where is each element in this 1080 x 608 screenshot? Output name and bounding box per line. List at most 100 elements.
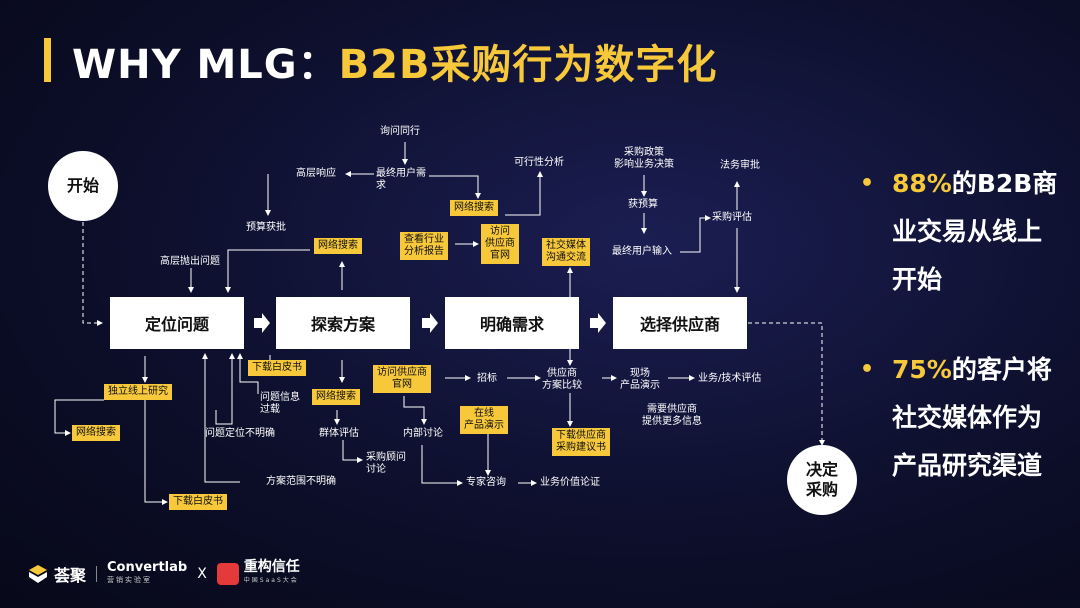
tag-social-media: 社交媒体沟通交流 (542, 238, 590, 266)
node-end-user-input: 最终用户输入 (612, 246, 672, 257)
tag-industry-report: 查看行业分析报告 (400, 232, 448, 260)
node-business-value: 业务价值论证 (540, 477, 600, 488)
node-budget-approved: 预算获批 (246, 222, 286, 233)
node-ask-peers: 询问同行 (380, 126, 420, 137)
node-internal-discussion: 内部讨论 (403, 428, 443, 439)
node-line: 采购政策 (624, 147, 664, 158)
stats-list: • 88%的B2B商业交易从线上开始 • 75%的客户将社交媒体作为产品研究渠道 (860, 160, 1075, 490)
stat-text: 产品研究渠道 (892, 451, 1043, 480)
stat-percent: 88% (892, 169, 952, 198)
start-label: 开始 (66, 176, 99, 195)
node-bidding: 招标 (477, 373, 497, 384)
stage-locate-problem: 定位问题 (110, 297, 244, 349)
tag-visit-supplier-site: 访问供应商官网 (481, 224, 519, 264)
end-label-line1: 决定 (805, 460, 838, 479)
title-accent-bar (44, 38, 51, 82)
tag-line: 官网 (490, 250, 510, 261)
node-line: 提供更多信息 (642, 416, 702, 427)
tag-line: 沟通交流 (546, 252, 586, 263)
node-legal-approval: 法务审批 (720, 160, 760, 171)
brand-convertlab-name: Convertlab (107, 560, 188, 575)
brand-chongou-name: 重构信任 (243, 559, 300, 575)
brand-convertlab-sub: 营销实验室 (107, 576, 153, 584)
node-procurement-evaluation: 采购评估 (712, 212, 752, 223)
stage-label: 选择供应商 (639, 315, 720, 334)
node-management-response: 高层响应 (296, 168, 336, 179)
tag-online-demo: 在线产品演示 (460, 406, 508, 434)
node-line: 讨论 (366, 464, 386, 475)
brand-convertlab: Convertlab 营销实验室 (107, 560, 188, 586)
tag-line: 社交媒体 (546, 240, 586, 251)
brand-huiju: 荟聚 (54, 566, 87, 585)
node-line: 最终用户需 (376, 168, 426, 179)
stat-item: • 88%的B2B商业交易从线上开始 (860, 160, 1075, 304)
stat-text: 社交媒体作为 (892, 403, 1043, 432)
tag-line: 产品演示 (464, 420, 504, 431)
tag-line: 供应商 (485, 238, 515, 249)
node-business-tech-evaluation: 业务/技术评估 (698, 373, 762, 384)
node-group-evaluation: 群体评估 (319, 428, 359, 439)
stat-percent: 75% (892, 355, 952, 384)
node-procurement-policy: 采购政策影响业务决策 (614, 147, 674, 171)
node-info-overload: 问题信息过载 (260, 392, 300, 416)
node-line: 需要供应商 (647, 404, 697, 415)
tag-web-search-2: 网络搜索 (314, 238, 362, 254)
node-end-user-needs: 最终用户需求 (376, 168, 426, 192)
tag-download-whitepaper-2: 下载白皮书 (248, 360, 306, 376)
end-circle: 决定采购 (787, 445, 857, 515)
stage-label: 定位问题 (144, 315, 209, 334)
node-line: 供应商 (547, 368, 577, 379)
tag-line: 访问供应商 (377, 367, 427, 378)
node-line: 方案比较 (542, 380, 582, 391)
stage-define-requirements: 明确需求 (445, 297, 579, 349)
footer-x: X (197, 566, 207, 582)
node-scope-unclear: 方案范围不明确 (266, 476, 336, 487)
node-management-raises-problem: 高层抛出问题 (160, 256, 220, 267)
stat-item: • 75%的客户将社交媒体作为产品研究渠道 (860, 346, 1075, 490)
tag-line: 查看行业 (404, 234, 444, 245)
stat-text: 业交易从线上 (892, 217, 1043, 246)
tag-line: 官网 (392, 379, 412, 390)
footer-divider (96, 566, 98, 582)
brand-chongou: 重构信任 中国SaaS大会 (243, 559, 300, 587)
stage-explore-solution: 探索方案 (276, 297, 410, 349)
tag-line: 在线 (474, 408, 494, 419)
stat-text: 的B2B商 (951, 169, 1058, 198)
node-onsite-demo: 现场产品演示 (620, 368, 660, 392)
footer-logos: 荟聚 Convertlab 营销实验室 X 重构信任 中国SaaS大会 (28, 559, 300, 587)
tag-web-search-3: 网络搜索 (72, 425, 120, 441)
tag-line: 下载供应商 (556, 430, 606, 441)
node-line: 问题信息 (260, 392, 300, 403)
huiju-logo-icon (29, 565, 47, 583)
tag-download-proposal: 下载供应商采购建议书 (552, 428, 610, 456)
stage-label: 明确需求 (479, 315, 544, 334)
stage-select-supplier: 选择供应商 (613, 297, 747, 349)
title-prefix: WHY MLG： (72, 42, 339, 88)
tag-line: 访问 (490, 226, 510, 237)
node-line: 采购顾问 (366, 452, 406, 463)
stage-label: 探索方案 (310, 315, 375, 334)
tag-web-search-4: 网络搜索 (312, 389, 360, 405)
tag-independent-research: 独立线上研究 (104, 384, 172, 400)
stat-text: 开始 (892, 265, 943, 294)
tag-line: 采购建议书 (556, 442, 606, 453)
bullet-dot: • (860, 171, 875, 196)
brand-chongou-sub: 中国SaaS大会 (243, 577, 299, 584)
node-get-budget: 获预算 (628, 199, 658, 210)
chongou-logo-icon (216, 563, 239, 585)
title-highlight: B2B采购行为数字化 (338, 42, 718, 88)
tag-line: 分析报告 (404, 246, 444, 257)
node-need-more-info: 需要供应商提供更多信息 (642, 404, 702, 428)
tag-download-whitepaper-1: 下载白皮书 (169, 494, 227, 510)
page-title: WHY MLG：B2B采购行为数字化 (72, 32, 717, 90)
node-expert-consultation: 专家咨询 (466, 477, 506, 488)
node-line: 现场 (630, 368, 650, 379)
node-line: 过载 (260, 404, 280, 415)
stat-text: 的客户将 (951, 355, 1052, 384)
node-feasibility-analysis: 可行性分析 (514, 157, 564, 168)
node-line: 产品演示 (620, 380, 660, 391)
tag-visit-supplier-site-2: 访问供应商官网 (373, 365, 431, 393)
node-line: 影响业务决策 (614, 159, 674, 170)
